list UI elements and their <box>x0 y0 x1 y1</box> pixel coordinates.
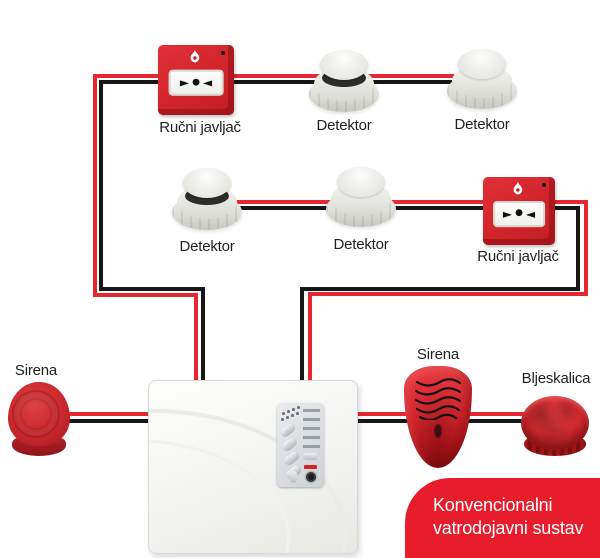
alarm-led <box>221 51 225 55</box>
manual-call-point: ► ● ◄ <box>158 45 234 115</box>
wire-black-segment <box>300 287 580 291</box>
wire-black-segment <box>99 287 205 291</box>
device-label: Bljeskalica <box>521 370 591 387</box>
wall-sounder-device <box>404 366 472 468</box>
sound-waves-icon <box>414 378 462 420</box>
device-label: Detektor <box>316 117 372 134</box>
panel-label-row <box>303 445 320 448</box>
status-led <box>292 408 295 411</box>
device-label: Detektor <box>454 116 510 133</box>
wire-red-segment <box>93 74 493 78</box>
detector-cap <box>337 167 385 197</box>
wire-black-segment <box>300 287 304 385</box>
caption-line: vatrodojavni sustav <box>433 518 584 539</box>
panel-button <box>283 450 300 466</box>
siren-device <box>8 382 70 456</box>
device-label: Ručni javljač <box>159 119 241 136</box>
wire-red-segment <box>210 200 588 204</box>
panel-label-row <box>303 427 320 430</box>
panel-button <box>290 471 297 483</box>
beacon-device <box>521 396 589 456</box>
panel-button <box>281 436 298 452</box>
beacon-lens <box>521 396 589 450</box>
smoke-detector <box>326 167 396 227</box>
wire-red-segment <box>93 74 97 297</box>
status-led <box>282 412 285 415</box>
device-label: Detektor <box>179 238 235 255</box>
flame-icon <box>513 181 523 195</box>
wire-red-segment <box>194 293 198 385</box>
call-point-glass: ► ● ◄ <box>493 200 545 227</box>
panel-keypad <box>277 403 324 487</box>
press-arrow-icon: ◄ <box>525 206 536 221</box>
panel-label-row <box>303 409 320 412</box>
call-point-glass: ► ● ◄ <box>168 69 224 97</box>
press-dot-icon: ● <box>192 77 200 88</box>
panel-double-button <box>303 453 318 460</box>
press-arrow-icon: ◄ <box>202 75 213 90</box>
detector-cap <box>183 168 231 198</box>
flame-icon <box>190 49 200 63</box>
status-led <box>296 412 299 415</box>
wire-red-segment <box>308 292 312 385</box>
status-led <box>287 410 290 413</box>
brand-mark <box>304 465 317 469</box>
detector-cap <box>458 49 506 79</box>
wire-black-segment <box>576 206 580 291</box>
status-led <box>281 418 284 421</box>
detector-cap <box>320 50 368 80</box>
smoke-detector <box>447 49 517 109</box>
wire-red-segment <box>308 292 588 296</box>
wire-black-segment <box>99 80 103 291</box>
sounder-opening <box>434 424 442 438</box>
press-dot-icon: ● <box>515 208 523 219</box>
panel-button <box>279 422 296 438</box>
press-arrow-icon: ► <box>502 206 513 221</box>
wire-black-segment <box>99 80 493 84</box>
siren-ring <box>12 390 60 438</box>
panel-label-row <box>303 418 320 421</box>
caption-banner: Konvencionalni vatrodojavni sustav <box>405 478 600 558</box>
device-label: Detektor <box>333 236 389 253</box>
device-label: Ručni javljač <box>477 248 559 265</box>
wire-red-segment <box>93 293 198 297</box>
status-led <box>286 416 289 419</box>
manual-call-point: ► ● ◄ <box>483 177 555 245</box>
wire-red-segment <box>584 200 588 296</box>
key-switch <box>306 472 316 482</box>
caption-line: Konvencionalni <box>433 495 553 515</box>
alarm-led <box>542 183 546 187</box>
press-arrow-icon: ► <box>179 75 190 90</box>
smoke-detector <box>172 168 242 230</box>
device-label: Sirena <box>14 362 58 379</box>
panel-label-row <box>303 436 320 439</box>
status-led <box>291 414 294 417</box>
wire-black-segment <box>201 287 205 385</box>
fire-alarm-control-panel <box>148 380 358 554</box>
device-label: Sirena <box>416 346 460 363</box>
status-led <box>297 406 300 409</box>
smoke-detector <box>309 50 379 112</box>
